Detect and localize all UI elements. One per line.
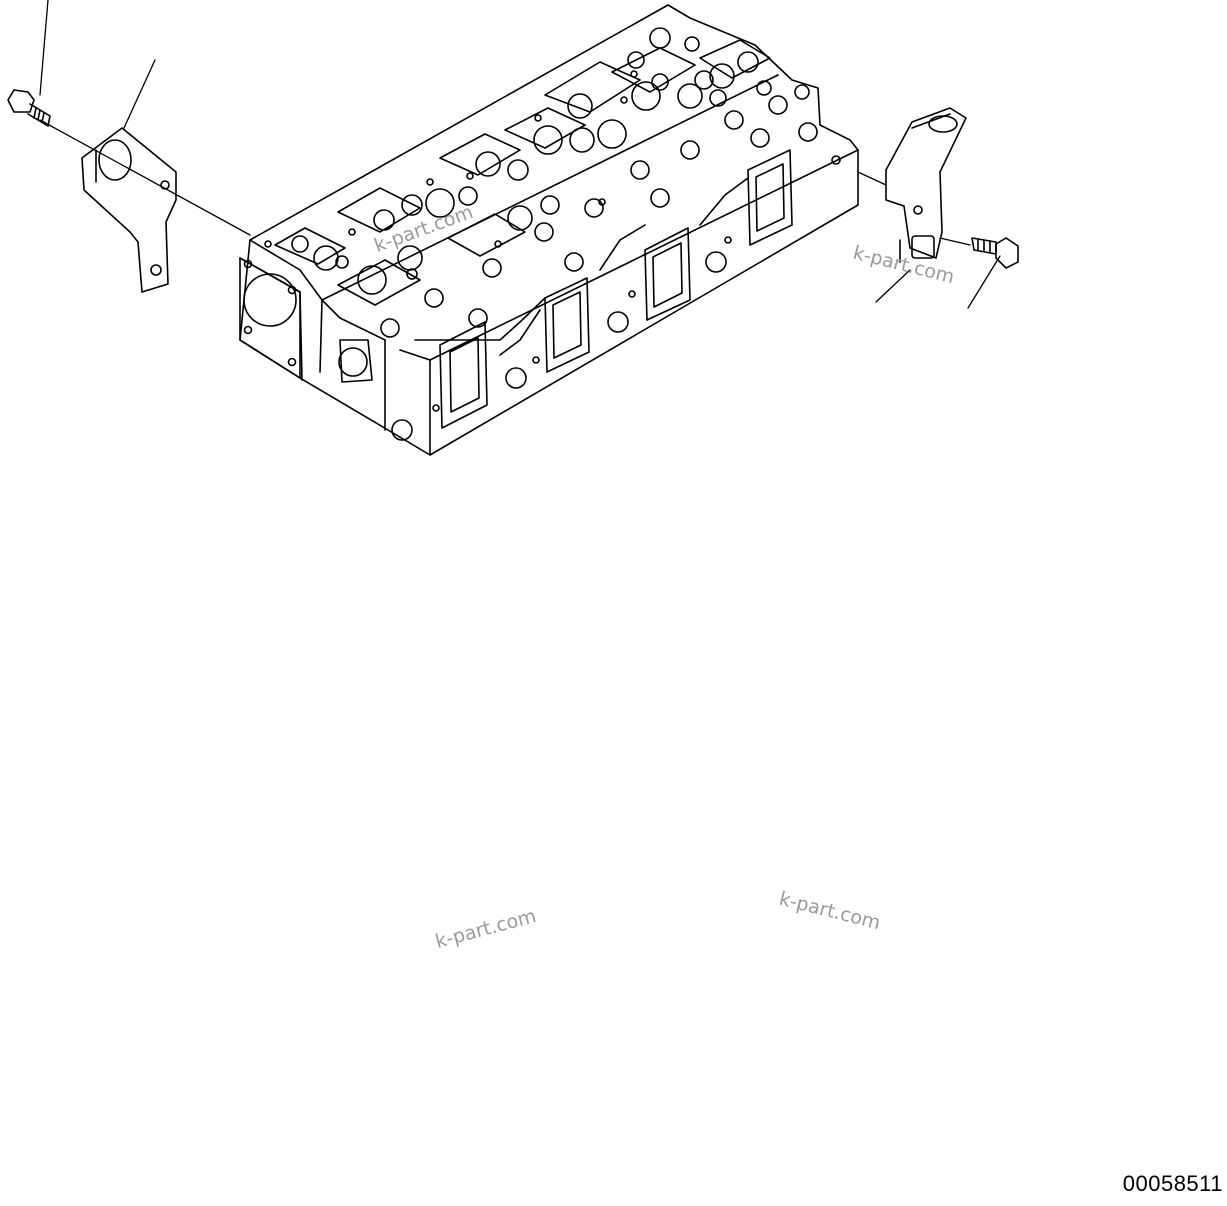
exhaust-ports (440, 150, 792, 428)
valve-ports (265, 28, 809, 294)
cylinder-head (240, 5, 858, 455)
left-bolt (8, 90, 50, 126)
right-lifting-bracket (886, 108, 966, 262)
leader-lines (40, 0, 1000, 308)
right-bolt (972, 238, 1018, 268)
left-lifting-bracket (82, 128, 176, 292)
face-bosses (339, 237, 731, 440)
drawing-number: 00058511 (1122, 1171, 1223, 1196)
end-flange (240, 258, 300, 378)
deck-bosses (381, 96, 840, 337)
